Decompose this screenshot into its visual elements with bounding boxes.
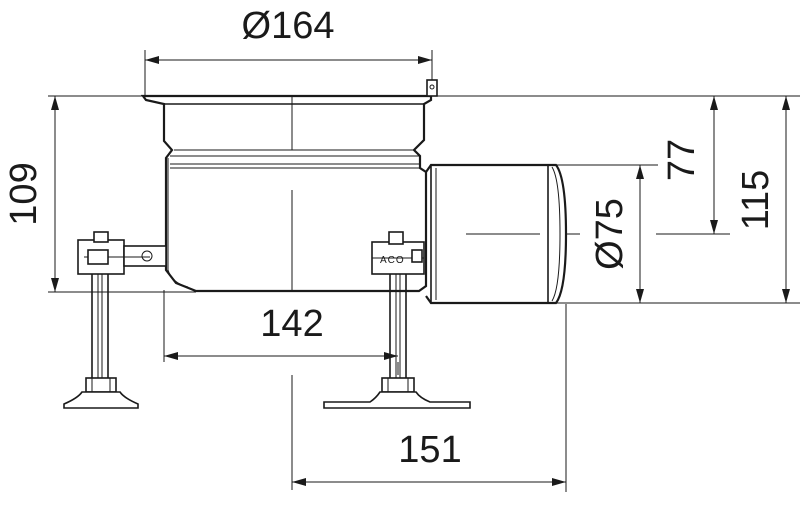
bottom-outer-width-label: 151	[398, 429, 461, 471]
right-support-foot: ACO	[323, 231, 471, 409]
dim-outlet-diameter: Ø75	[556, 164, 800, 304]
center-lines	[291, 96, 580, 490]
outlet-diameter-label: Ø75	[589, 198, 631, 270]
left-support-foot	[63, 231, 167, 409]
outlet-height-label: 77	[661, 139, 703, 181]
dim-total-height: 115	[735, 96, 790, 303]
dim-bottom-inner-width: 142	[163, 290, 399, 375]
total-height-label: 115	[735, 170, 777, 231]
dim-outlet-height: 77	[431, 95, 800, 235]
top-diameter-label: Ø164	[242, 5, 335, 47]
dim-top-diameter: Ø164	[144, 5, 433, 96]
left-height-label: 109	[3, 162, 45, 225]
outlet-pipe	[425, 163, 568, 305]
drain-body	[140, 79, 438, 293]
dim-left-height: 109	[3, 95, 196, 293]
dim-bottom-outer-width: 151	[292, 304, 567, 492]
brand-label: ACO	[380, 255, 405, 266]
bottom-inner-width-label: 142	[260, 303, 323, 345]
